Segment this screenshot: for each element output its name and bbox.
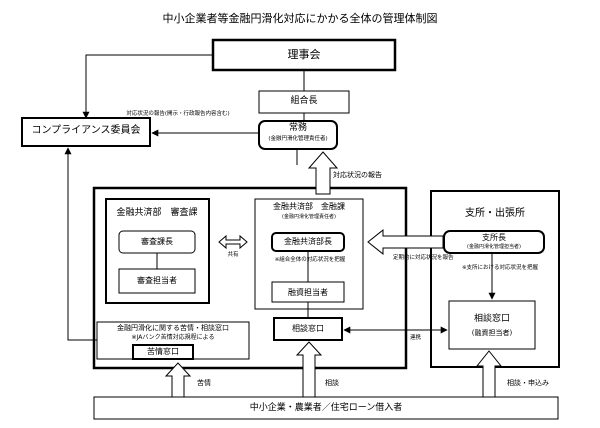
complaint-box <box>132 344 194 360</box>
branch-window-box <box>448 300 536 350</box>
report-up-label: 対応状況の報告 <box>333 171 382 179</box>
periodic-report-label: 定期的に対応状況を報告 <box>393 255 454 261</box>
managing-director-label: 常務 <box>288 123 308 133</box>
board-label: 理事会 <box>287 48 321 61</box>
review-section-title: 金融共済部 審査課 <box>116 208 198 218</box>
arrow-window-to-compliance <box>64 147 97 341</box>
branch-section-title: 支所・出張所 <box>465 208 525 219</box>
branch-scope-note: ※支所における対応状況を把握 <box>461 265 539 271</box>
share-arrow <box>218 234 248 250</box>
finance-chief-label: 金融共済部長 <box>284 237 332 246</box>
line-board-compliance <box>82 54 213 119</box>
managing-director-box <box>258 120 338 150</box>
page-title: 中小企業者等金融円滑化対応にかかる全体の管理体制図 <box>162 12 438 25</box>
consult-flow-label: 相談 <box>325 379 339 387</box>
finance-staff-label: 融資担当者 <box>288 288 328 297</box>
finance-section-box <box>254 198 364 310</box>
main-office-frame <box>92 186 408 370</box>
complaint-window-note: ※JAバンク苦情対応規程による <box>131 334 215 341</box>
complaint-up-arrow <box>164 362 192 398</box>
compliance-label: コンプライアンス委員会 <box>31 125 141 136</box>
liaison-label: 連携 <box>410 335 422 341</box>
branch-window-label: 相談窓口 <box>473 314 511 324</box>
president-label: 組合長 <box>290 96 318 106</box>
branch-head-box <box>443 230 545 254</box>
review-staff-label: 審査担当者 <box>137 276 177 285</box>
review-chief-label: 審査課長 <box>141 237 173 246</box>
report-up-arrow <box>307 151 339 195</box>
customers-label: 中小企業・農業者／住宅ローン借入者 <box>249 403 403 413</box>
complaint-window-title: 金融円滑化に関する苦情・相談窓口 <box>117 324 229 332</box>
branch-head-note: (金融円滑化管理担当者) <box>467 244 521 250</box>
consult-apply-up-arrow <box>475 350 503 398</box>
branch-window-note: (融資担当者) <box>471 329 513 337</box>
finance-section-note: (金融円滑化管理責任者) <box>282 214 336 220</box>
complaint-flow-label: 苦情 <box>197 379 211 387</box>
consult-up-arrow <box>295 341 323 398</box>
managing-director-note: (金融円滑化管理責任者) <box>268 136 328 142</box>
review-section-box <box>105 198 210 304</box>
consult-apply-flow-label: 相談・申込み <box>507 379 549 387</box>
finance-chief-note: ※組合全体の対応状況を把握 <box>274 257 346 263</box>
finance-section-title: 金融共済部 金融課 <box>273 202 345 211</box>
branch-head-label: 支所長 <box>482 233 506 242</box>
periodic-report-arrow <box>367 228 444 256</box>
customers-box <box>93 396 559 420</box>
report-to-compliance-label: 対応状況の報告(開示・行政報告内容含む) <box>126 111 230 117</box>
share-label: 共有 <box>227 252 239 258</box>
consult-window-label: 相談窓口 <box>292 324 324 333</box>
complaint-box-label: 苦情窓口 <box>147 347 179 356</box>
